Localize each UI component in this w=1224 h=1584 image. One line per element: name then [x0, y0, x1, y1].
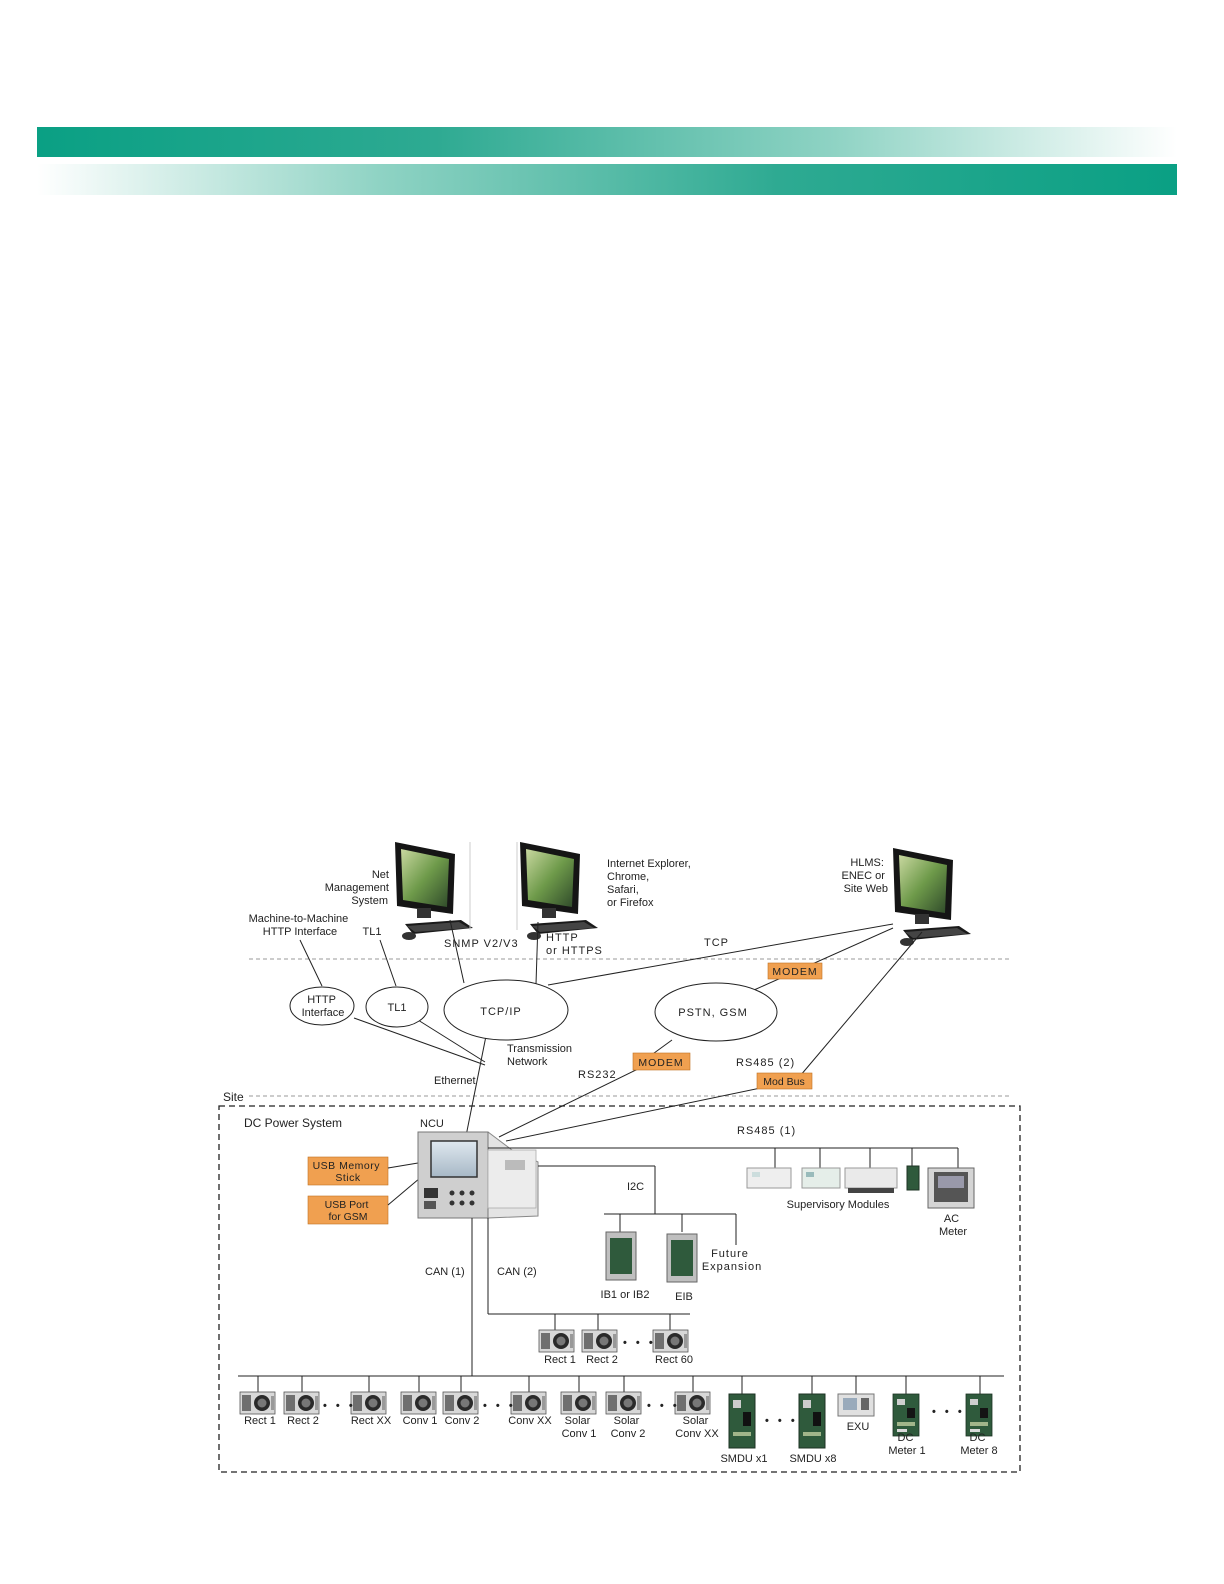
conv1-icon [400, 1391, 437, 1415]
rect2-icon [283, 1391, 320, 1415]
i2c-label: I2C [627, 1181, 644, 1193]
smdu-x8-icon [798, 1393, 826, 1449]
rect2-label: Rect 2 [287, 1415, 319, 1427]
convxx-icon [510, 1391, 547, 1415]
tcpip-network [443, 979, 569, 1041]
rectxx-icon [350, 1391, 387, 1415]
site-boundary [218, 1105, 1021, 1473]
can2-rect1-icon [538, 1329, 575, 1353]
solar-conv1-label: Solar Conv 1 [562, 1415, 597, 1440]
solar-conv2-label: Solar Conv 2 [611, 1415, 646, 1440]
smdu-x1-icon [728, 1393, 756, 1449]
can2-rect2-label: Rect 2 [586, 1354, 618, 1366]
svg-text:USB Memory Stick: USB Memory Stick [313, 1160, 384, 1184]
conv2-icon [442, 1391, 479, 1415]
supervisory-modules-label: Supervisory Modules [787, 1199, 890, 1211]
usb-port-gsm-badge: USB Port for GSM [307, 1195, 389, 1225]
can2-rect2-icon [581, 1329, 618, 1353]
exu-icon [837, 1393, 875, 1417]
http-label: HTTP or HTTPS [546, 932, 603, 957]
ib-board-icon [605, 1231, 637, 1281]
ac-meter-icon [927, 1167, 975, 1209]
rs232-label: RS232 [578, 1069, 617, 1081]
ib-label: IB1 or IB2 [601, 1289, 650, 1301]
rect-ellipsis: • • • [323, 1400, 356, 1412]
can2-ellipsis: • • • [623, 1337, 656, 1349]
modem-mid-badge: MODEM [632, 1052, 691, 1071]
browser-label: Internet Explorer, Chrome, Safari, or Fi… [607, 858, 694, 909]
rs485-1-label: RS485 (1) [737, 1125, 796, 1137]
solar-conv1-icon [560, 1391, 597, 1415]
solar-convxx-icon [674, 1391, 711, 1415]
can2-label: CAN (2) [497, 1266, 537, 1278]
modbus-badge: Mod Bus [756, 1072, 813, 1090]
conv-ellipsis: • • • [483, 1400, 516, 1412]
tcpip-label: TCP/IP [480, 1006, 521, 1018]
smdu-ellipsis: • • • [765, 1415, 798, 1427]
eib-label: EIB [675, 1291, 693, 1303]
can2-rect60-label: Rect 60 [655, 1354, 693, 1366]
conv1-label: Conv 1 [403, 1415, 438, 1427]
ethernet-label: Ethernet [434, 1075, 476, 1087]
can2-rect1-label: Rect 1 [544, 1354, 576, 1366]
svg-text:MODEM: MODEM [772, 966, 817, 978]
tcp-label: TCP [704, 937, 729, 949]
browser-workstation-monitor-icon [520, 842, 598, 940]
smdu-x8-label: SMDU x8 [789, 1453, 836, 1465]
solar-convxx-label: Solar Conv XX [675, 1415, 719, 1440]
exu-label: EXU [847, 1421, 870, 1433]
eib-board-icon [666, 1233, 698, 1283]
snmp-label: SNMP V2/V3 [444, 938, 519, 950]
pstn-gsm-network [654, 982, 778, 1042]
conv2-label: Conv 2 [445, 1415, 480, 1427]
site-label: Site [223, 1090, 244, 1104]
hlms-label: HLMS: ENEC or Site Web [842, 857, 888, 895]
svg-text:USB Port for GSM: USB Port for GSM [325, 1199, 372, 1223]
solar-ellipsis: • • • [647, 1400, 680, 1412]
tl1-node-label: TL1 [388, 1002, 407, 1014]
header-band-top [37, 127, 1177, 157]
convxx-label: Conv XX [508, 1415, 552, 1427]
svg-text:Mod Bus: Mod Bus [763, 1076, 804, 1088]
dcmeter-ellipsis: • • • [932, 1406, 965, 1418]
nms-workstation-monitor-icon [395, 842, 473, 940]
can2-rect60-icon [652, 1329, 689, 1353]
smdu-x1-label: SMDU x1 [720, 1453, 767, 1465]
dc-meter1-icon [892, 1393, 920, 1437]
future-expansion-label: Future Expansion [702, 1248, 762, 1273]
dc-meter1-label: DC Meter 1 [888, 1432, 925, 1457]
rs485-2-label: RS485 (2) [736, 1057, 795, 1069]
pstn-gsm-label: PSTN, GSM [678, 1007, 748, 1019]
svg-text:MODEM: MODEM [638, 1057, 683, 1069]
rect1-icon [239, 1391, 276, 1415]
tl1-node [365, 986, 429, 1028]
rectxx-label: Rect XX [351, 1415, 392, 1427]
nms-label: Net Management System [325, 869, 392, 907]
http-interface-node-label: HTTP Interface [302, 994, 345, 1019]
dc-power-system-label: DC Power System [244, 1116, 342, 1130]
dc-meter8-label: DC Meter 8 [960, 1432, 997, 1457]
modem-top-badge: MODEM [767, 962, 823, 980]
hlms-workstation-monitor-icon [893, 848, 971, 946]
usb-memory-stick-badge: USB Memory Stick [307, 1156, 389, 1186]
http-interface-node [289, 986, 355, 1026]
transmission-network-label: Transmission Network [507, 1043, 575, 1068]
supervisory-modules-icon [746, 1165, 920, 1193]
ac-meter-label: AC Meter [939, 1213, 967, 1238]
m2m-label: Machine-to-Machine HTTP Interface [249, 913, 352, 938]
rect1-label: Rect 1 [244, 1415, 276, 1427]
solar-conv2-icon [605, 1391, 642, 1415]
can1-label: CAN (1) [425, 1266, 465, 1278]
dc-meter8-icon [965, 1393, 993, 1437]
header-band-bottom [37, 164, 1177, 195]
tl1-label: TL1 [363, 926, 382, 938]
ncu-controller-icon [417, 1131, 539, 1219]
ncu-label: NCU [420, 1118, 444, 1130]
